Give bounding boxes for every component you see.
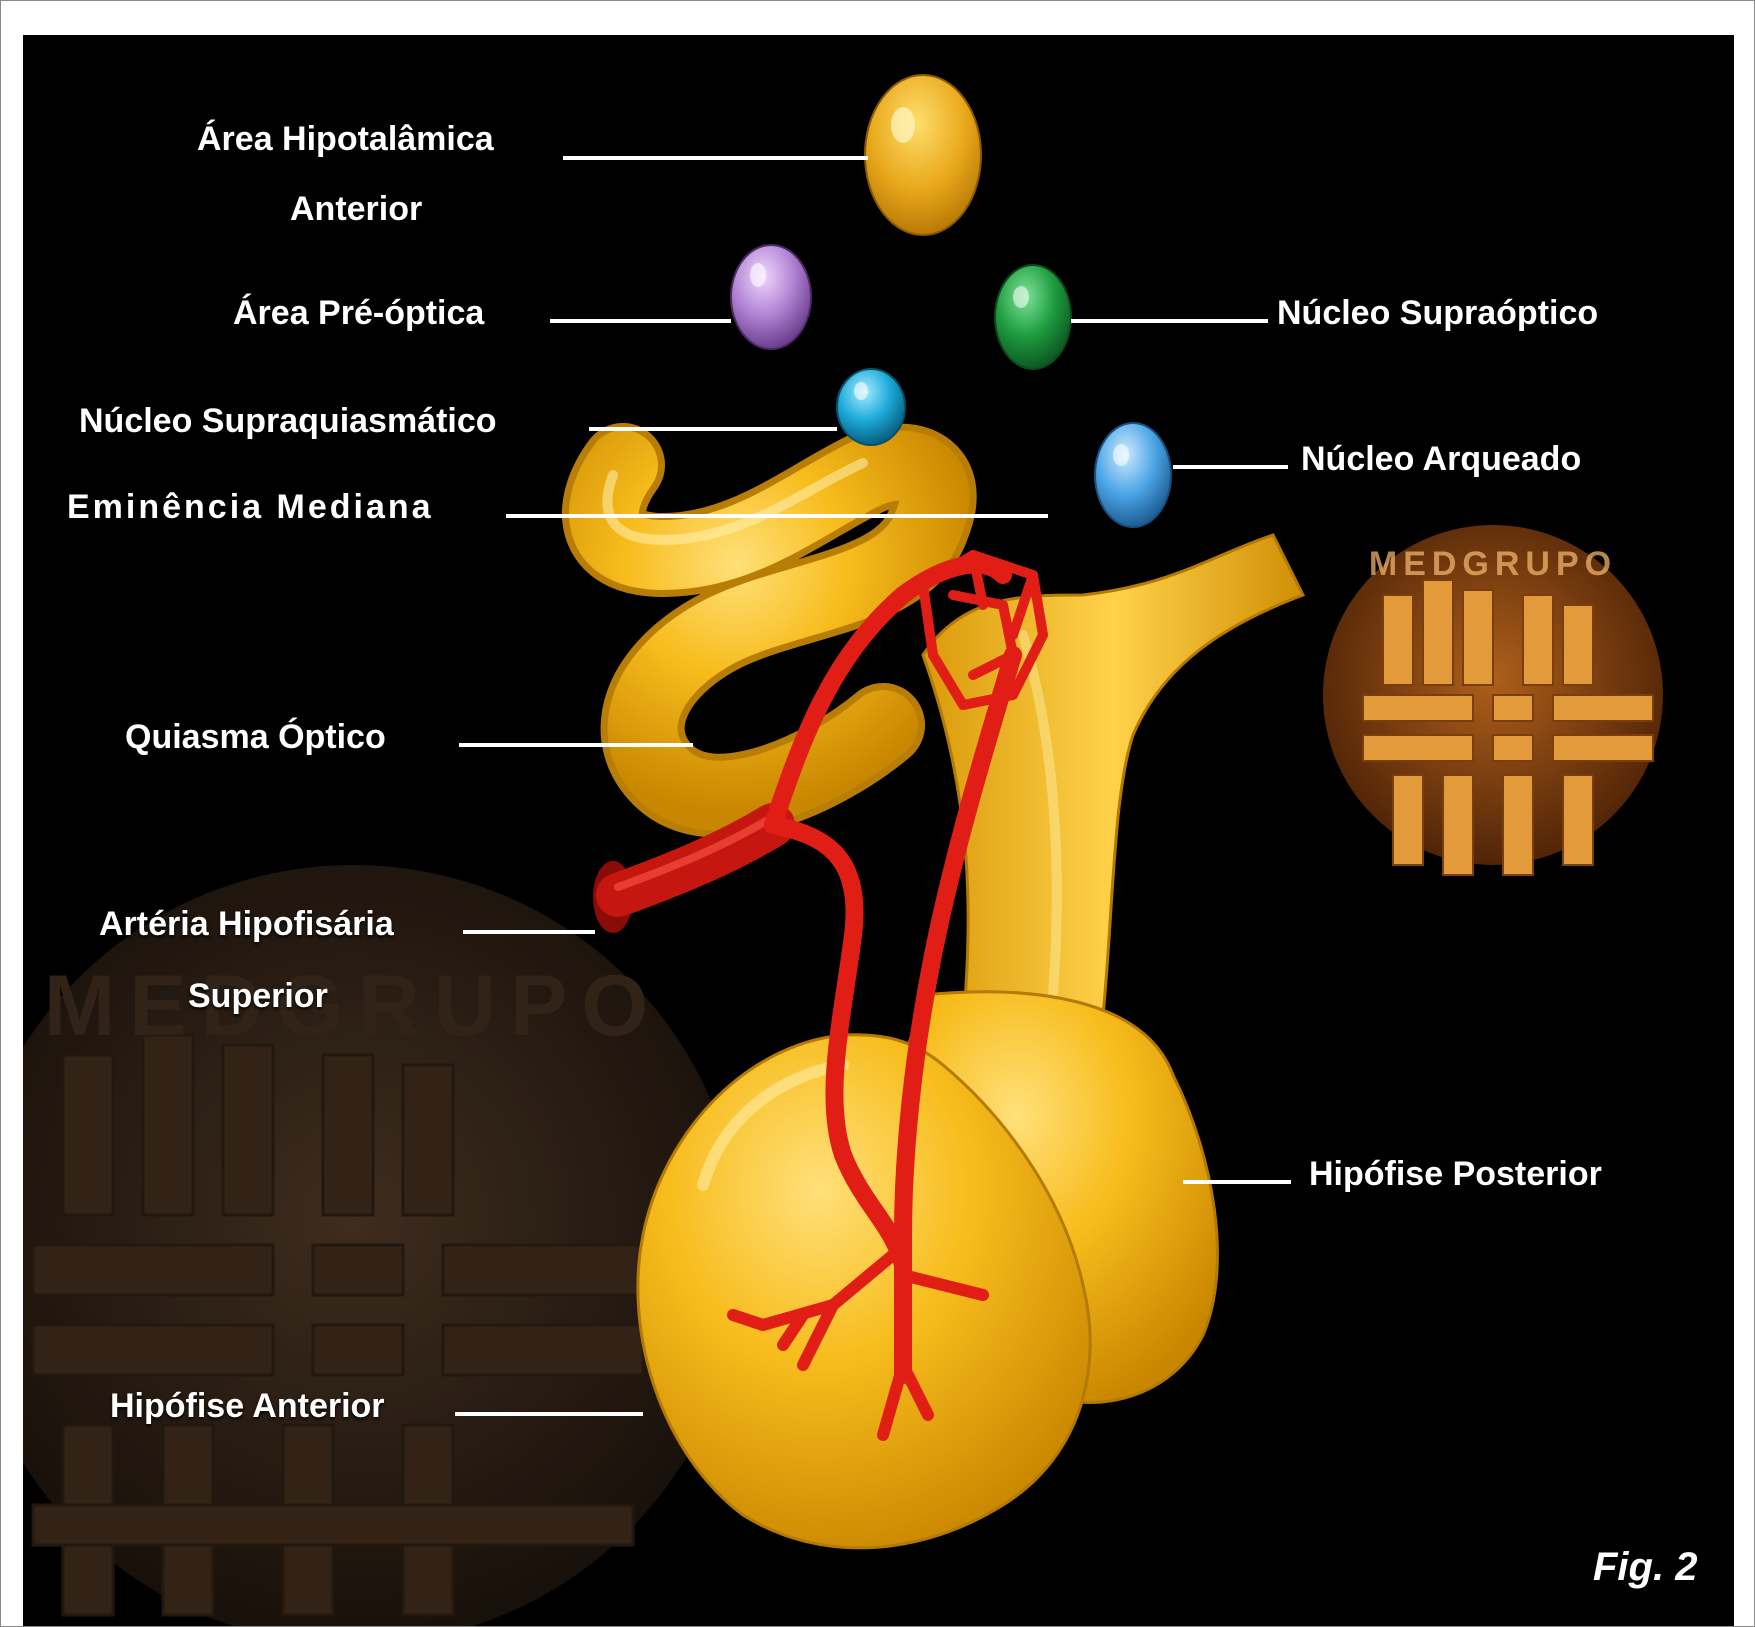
label-hipofise-anterior: Hipófise Anterior (110, 1386, 385, 1426)
area-pre-optica-shape (731, 245, 811, 349)
svg-text:MEDGRUPO: MEDGRUPO (1369, 545, 1617, 583)
label-area-hipotalamica-anterior: Área Hipotalâmica (197, 119, 494, 159)
label-nucleo-arqueado: Núcleo Arqueado (1301, 439, 1581, 479)
label-quiasma-optico: Quiasma Óptico (125, 717, 386, 757)
figure-number: Fig. 2 (1593, 1545, 1697, 1590)
area-hipotalamica-anterior-shape (865, 75, 981, 235)
label-area-hipotalamica-anterior-line2: Anterior (290, 189, 422, 229)
nucleo-supraoptico-shape (995, 265, 1071, 369)
medgrupo-watermark-large: MEDGRUPO (23, 865, 743, 1626)
svg-text:MEDGRUPO: MEDGRUPO (44, 958, 662, 1054)
nucleo-arqueado-shape (1095, 423, 1171, 527)
label-nucleo-supraquiasmatico: Núcleo Supraquiasmático (79, 401, 497, 441)
nucleo-supraquiasmatico-shape (837, 369, 905, 445)
label-area-pre-optica: Área Pré-óptica (233, 293, 484, 333)
illustration-canvas: MEDGRUPO (23, 35, 1734, 1626)
label-eminencia-mediana: Eminência Mediana (67, 487, 434, 527)
label-arteria-hipofisaria-superior: Artéria Hipofisária (99, 904, 394, 944)
label-arteria-hipofisaria-superior-line2: Superior (188, 976, 328, 1016)
label-nucleo-supraoptico: Núcleo Supraóptico (1277, 293, 1598, 333)
medgrupo-logo-small: MEDGRUPO (1323, 525, 1663, 875)
label-hipofise-posterior: Hipófise Posterior (1309, 1154, 1602, 1194)
